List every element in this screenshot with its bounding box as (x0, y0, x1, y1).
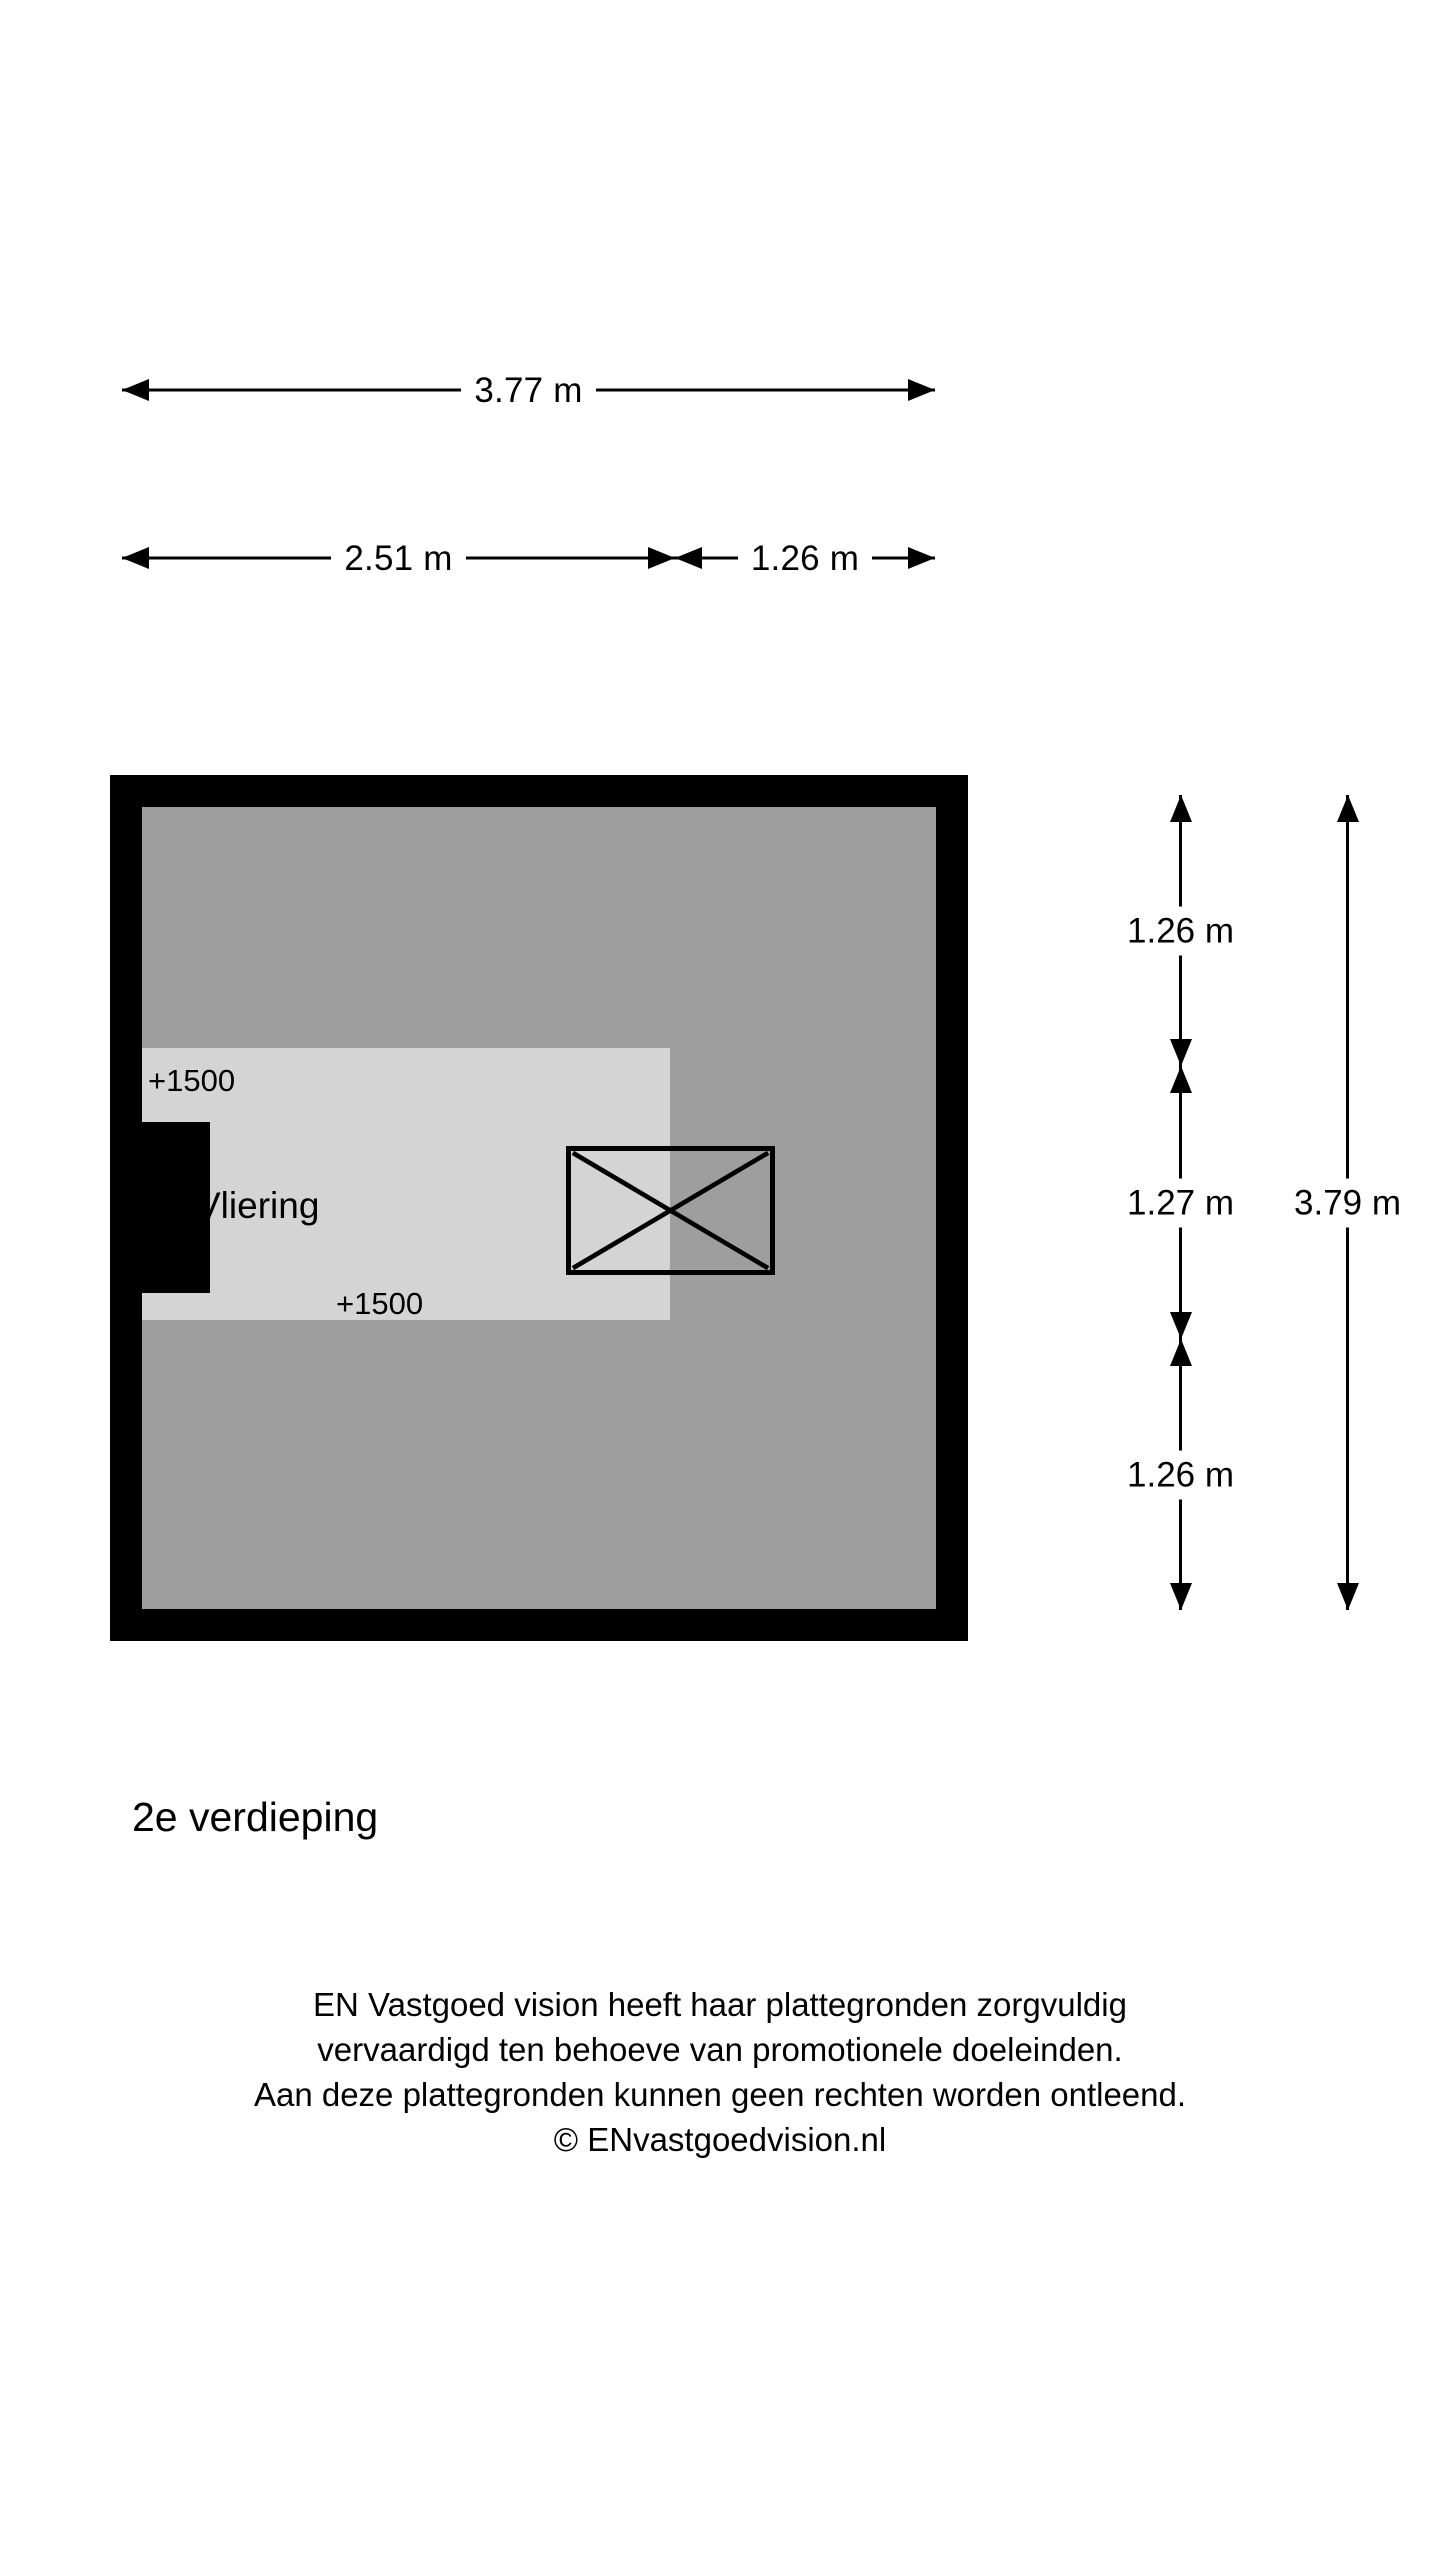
right-dimension-overall: 3.79 m (1284, 795, 1411, 1610)
arrow-down-icon (1169, 1039, 1192, 1066)
arrow-up-icon (1169, 795, 1192, 822)
dimension-segment-3-77: 3.77 m (122, 363, 935, 417)
dimension-label: 1.27 m (1117, 1178, 1244, 1227)
vdimension-segment-1-26-top: 1.26 m (1117, 795, 1244, 1066)
dimension-label: 2.51 m (331, 540, 466, 576)
floor-plan-drawing: +1500 Vliering +1500 (110, 775, 968, 1641)
room-label-vliering: Vliering (196, 1185, 320, 1226)
vdimension-segment-1-27-mid: 1.27 m (1117, 1066, 1244, 1339)
arrow-left-icon (122, 379, 149, 401)
dimension-segment-1-26: 1.26 m (675, 531, 935, 585)
dimension-label: 3.79 m (1284, 1178, 1411, 1227)
arrow-left-icon (675, 547, 702, 569)
right-dimension-chain: 1.26 m 1.27 m 1.26 m (1117, 795, 1244, 1610)
level-label-bottom: +1500 (336, 1286, 424, 1321)
arrow-up-icon (1336, 795, 1359, 822)
arrow-down-icon (1169, 1312, 1192, 1339)
dimension-segment-2-51: 2.51 m (122, 531, 675, 585)
dimension-label: 1.26 m (1117, 1450, 1244, 1499)
disclaimer-text: EN Vastgoed vision heeft haar plattegron… (0, 1982, 1440, 2162)
top-dimension-row-overall: 3.77 m (122, 363, 935, 417)
hatch-cross-icon (571, 1150, 770, 1271)
copyright-line: © ENvastgoedvision.nl (553, 2121, 887, 2158)
dimension-label: 1.26 m (737, 540, 873, 576)
dimension-label: 3.77 m (461, 372, 596, 408)
vdimension-segment-3-79: 3.79 m (1284, 795, 1411, 1610)
disclaimer-line-2: vervaardigd ten behoeve van promotionele… (317, 2031, 1123, 2068)
page-title: 2e verdieping (132, 1794, 379, 1840)
arrow-up-icon (1169, 1066, 1192, 1093)
arrow-right-icon (908, 547, 935, 569)
arrow-up-icon (1169, 1339, 1192, 1366)
arrow-left-icon (122, 547, 149, 569)
wall-notch-left (110, 1122, 210, 1293)
arrow-down-icon (1169, 1583, 1192, 1610)
arrow-right-icon (908, 379, 935, 401)
level-label-top: +1500 (148, 1063, 236, 1098)
arrow-down-icon (1336, 1583, 1359, 1610)
top-dimension-row-split: 2.51 m 1.26 m (122, 531, 935, 585)
disclaimer-line-3: Aan deze plattegronden kunnen geen recht… (253, 2076, 1187, 2113)
arrow-right-icon (648, 547, 675, 569)
dimension-label: 1.26 m (1117, 906, 1244, 955)
disclaimer-line-1: EN Vastgoed vision heeft haar plattegron… (313, 1986, 1127, 2023)
opening-hatch-icon (566, 1146, 775, 1275)
vdimension-segment-1-26-bottom: 1.26 m (1117, 1339, 1244, 1610)
